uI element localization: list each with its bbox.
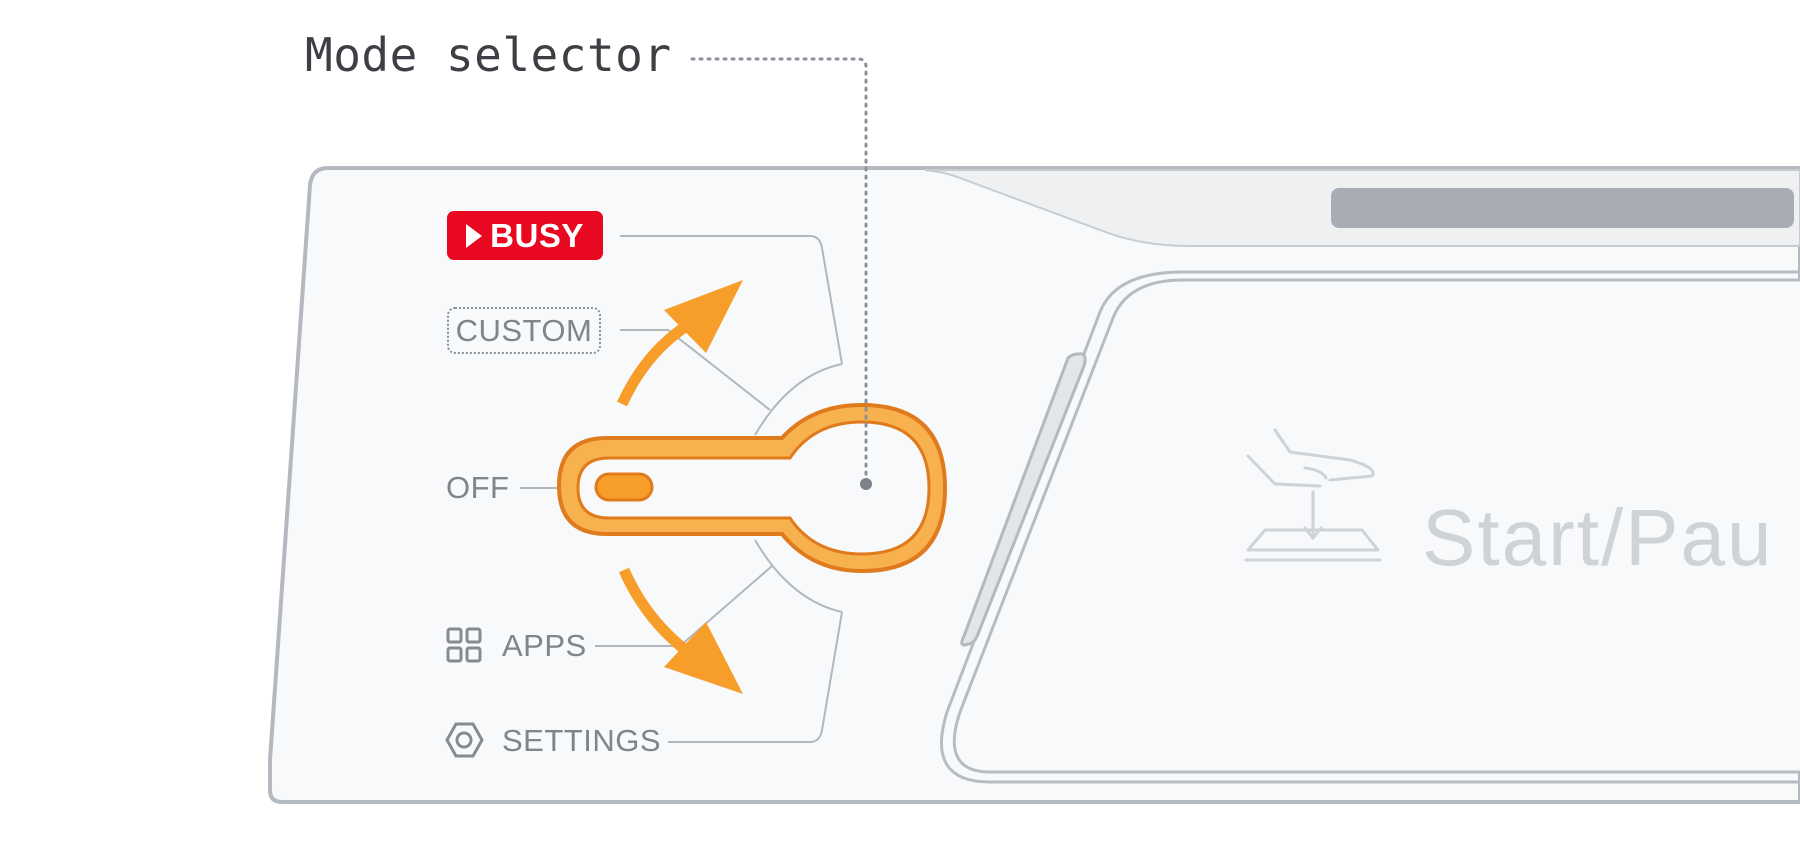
play-icon bbox=[466, 223, 483, 248]
display-strip bbox=[1331, 188, 1794, 228]
busy-mode-badge: BUSY bbox=[447, 211, 603, 260]
rotate-down-arrow bbox=[618, 567, 743, 694]
callout-leader bbox=[690, 57, 872, 490]
mode-selector-callout: Mode selector bbox=[305, 28, 672, 82]
custom-mode-label: CUSTOM bbox=[447, 307, 601, 354]
side-slider bbox=[960, 352, 1087, 647]
grid-icon bbox=[446, 627, 482, 663]
settings-mode-label: SETTINGS bbox=[502, 723, 662, 758]
start-pause-button[interactable] bbox=[939, 270, 1800, 784]
apps-mode-label: APPS bbox=[502, 628, 587, 663]
hexagon-gear-icon bbox=[445, 722, 484, 758]
hand-press-button-icon bbox=[1244, 428, 1382, 562]
off-mode-label: OFF bbox=[446, 470, 510, 505]
custom-label: CUSTOM bbox=[455, 312, 593, 348]
busy-label: BUSY bbox=[490, 216, 584, 254]
rotate-up-arrow bbox=[617, 280, 743, 407]
mode-selector-knob[interactable] bbox=[556, 402, 948, 574]
mode-leader-lines bbox=[520, 235, 843, 743]
start-pause-label: Start/Pau bbox=[1422, 493, 1774, 582]
